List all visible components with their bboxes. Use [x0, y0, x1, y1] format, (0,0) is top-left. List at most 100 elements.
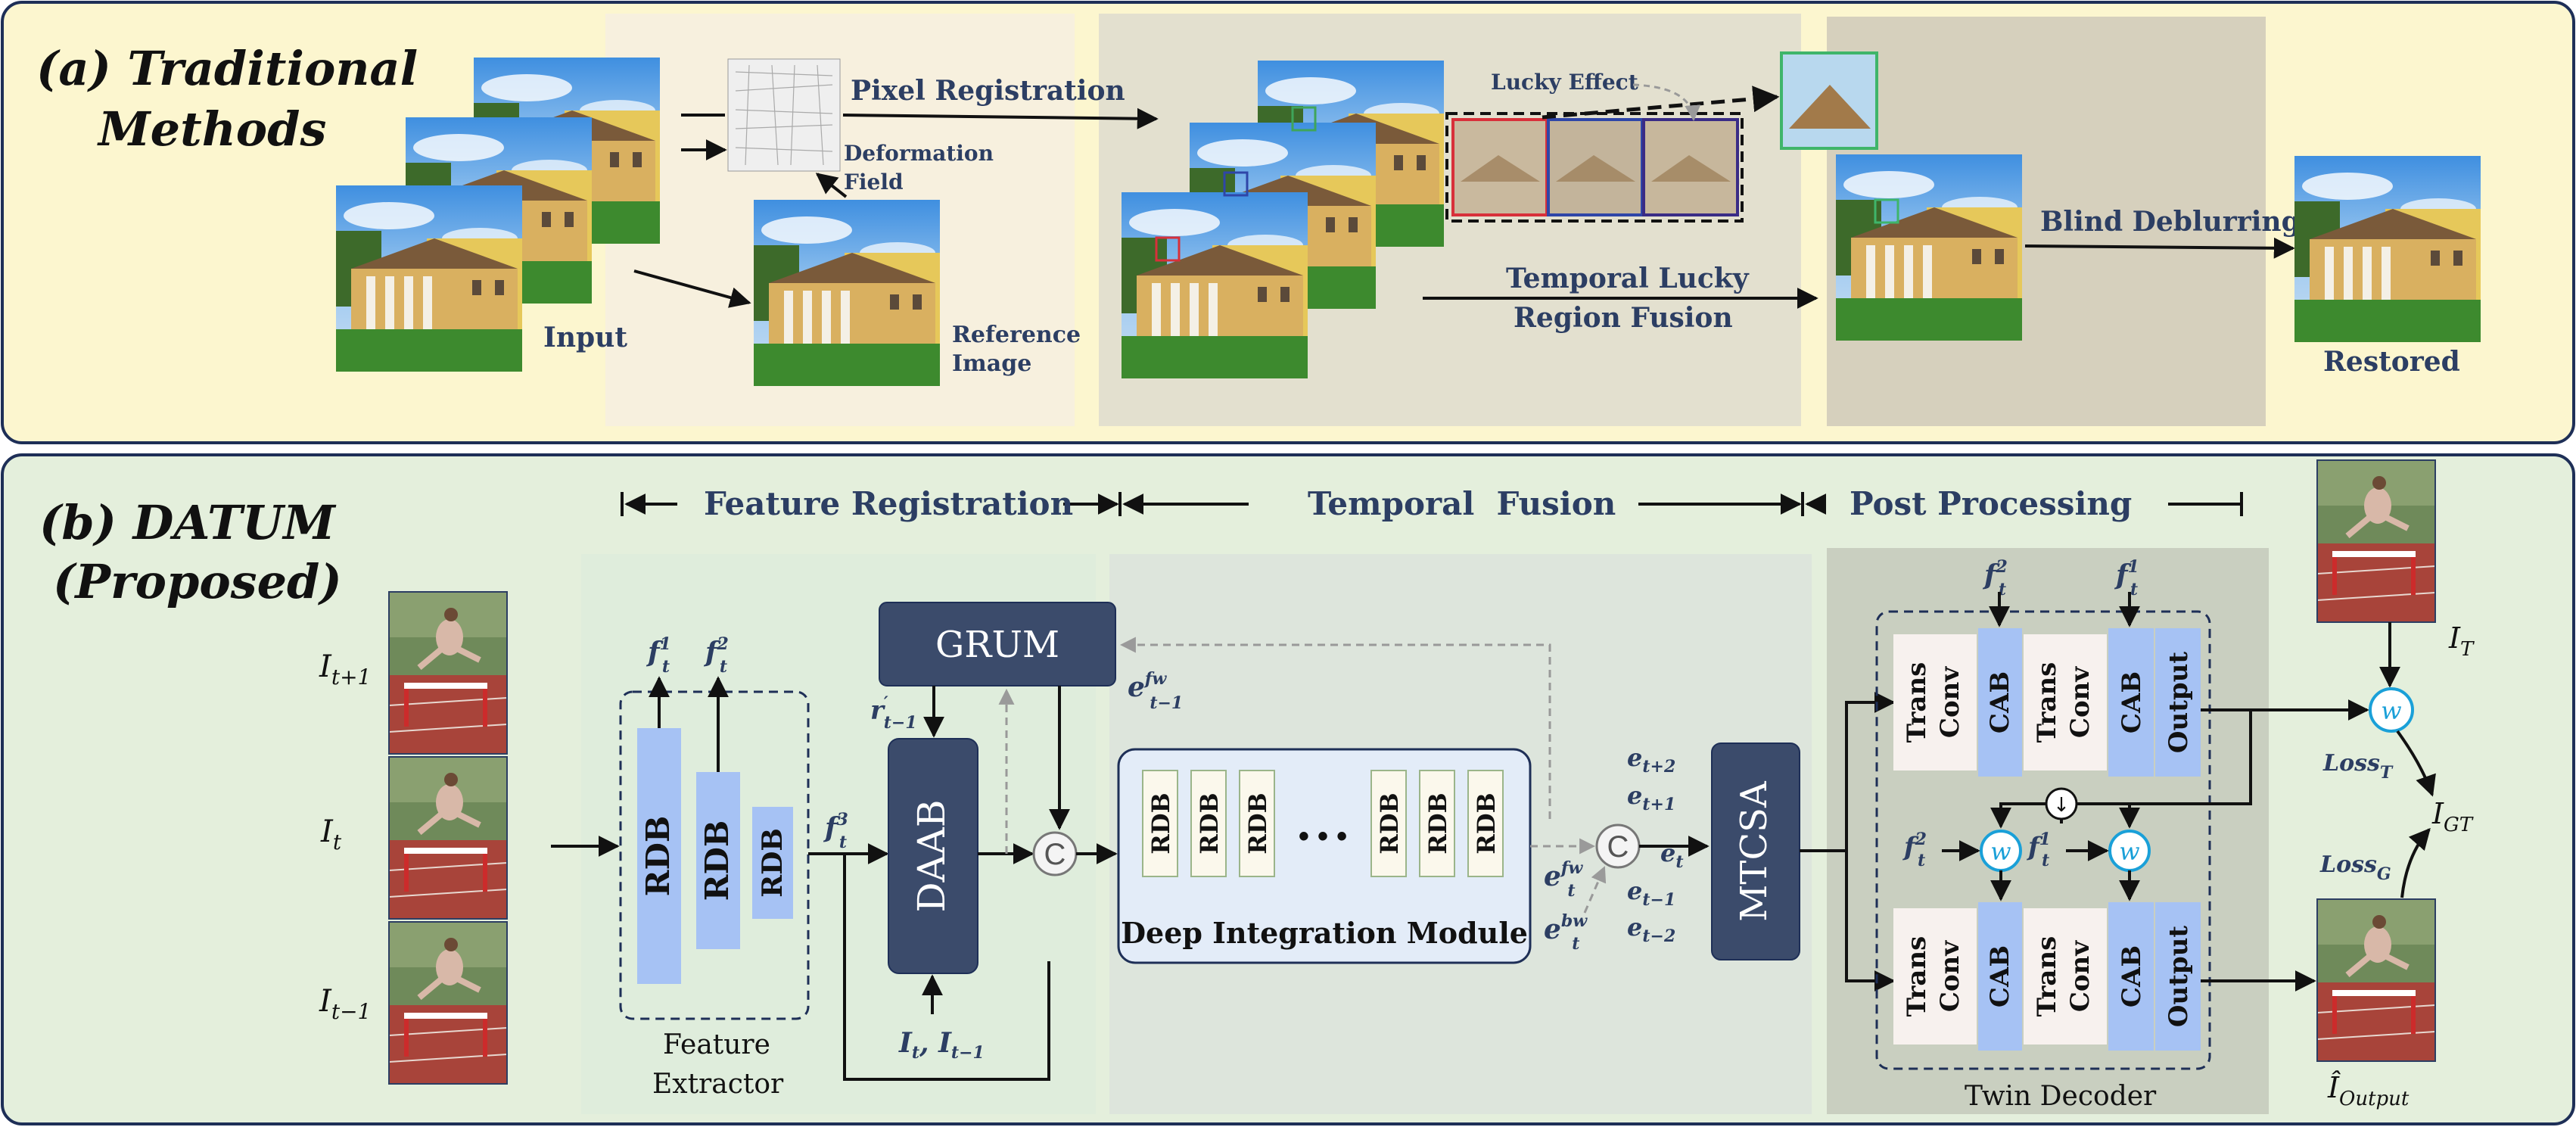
dim-ellipsis: • • •	[1299, 820, 1347, 853]
input-frame-t-plus-1	[389, 592, 507, 754]
label-feature-extractor-2: Extractor	[652, 1069, 784, 1100]
label-lucky-effect: Lucky Effect	[1491, 70, 1638, 95]
label-twin-decoder: Twin Decoder	[1965, 1081, 2157, 1112]
panel-datum: (b) DATUM (Proposed) Feature Registratio…	[1, 453, 2575, 1125]
panel-a-title: (a) Traditional	[36, 41, 418, 96]
arrow-pixel-registration	[842, 107, 1159, 129]
label-input-t-minus-1: It−1	[319, 984, 371, 1024]
stage-bar	[621, 492, 2243, 516]
label-r-prev: r′t−1	[870, 693, 917, 733]
output-image	[2317, 899, 2435, 1061]
cab-label-2: CAB	[2117, 671, 2147, 733]
label-e-t-minus-1: et−1	[1627, 876, 1675, 910]
dim-label: Deep Integration Module	[1121, 916, 1528, 950]
stage-feature-registration: Feature Registration	[704, 485, 1073, 522]
label-loss-T: LossT	[2322, 750, 2394, 783]
conv-label-1: Conv	[1935, 666, 1965, 738]
dim-rdb-label-3: RDB	[1243, 792, 1272, 854]
panel-traditional-methods: (a) Traditional Methods Input Deformatio…	[1, 1, 2575, 444]
rdb-block-3	[752, 807, 793, 919]
label-input-t: It	[320, 814, 342, 855]
input-frame-t-minus-1	[389, 922, 507, 1084]
conv-label-3: Conv	[1935, 940, 1965, 1012]
label-I-T: IT	[2448, 621, 2475, 661]
arrow-lucky-to-result	[1542, 86, 1780, 120]
trans-conv-block-4	[2024, 908, 2107, 1044]
rdb-block-1	[637, 728, 681, 984]
lucky-patches-box	[1445, 112, 1744, 223]
weight-symbol-1: w	[1990, 837, 2011, 866]
label-pixel-registration: Pixel Registration	[851, 75, 1125, 107]
cab-block-3	[1978, 902, 2022, 1051]
dim-rdb-label-2: RDB	[1195, 792, 1224, 854]
label-deformation-field-2: Field	[844, 170, 904, 195]
label-input-t-plus-1: It+1	[319, 649, 371, 690]
arrow-reference-to-field	[815, 173, 848, 198]
label-blind-deblurring: Blind Deblurring	[2040, 206, 2301, 238]
label-feature-extractor: Feature	[663, 1029, 770, 1060]
dim-rdb-label-6: RDB	[1472, 792, 1501, 854]
weight-symbol-2: w	[2119, 837, 2139, 866]
restored-image	[2294, 156, 2481, 342]
concat-symbol-2: C	[1607, 830, 1629, 864]
daab-module	[888, 738, 978, 974]
output-label-1: Output	[2164, 652, 2194, 754]
cab-block-4	[2108, 902, 2154, 1051]
conv-label-4: Conv	[2065, 940, 2095, 1012]
trans-label-3: Trans	[1902, 936, 1932, 1017]
trans-label-4: Trans	[2032, 936, 2062, 1017]
label-deformation-field: Deformation	[844, 141, 994, 166]
target-image	[2317, 460, 2435, 622]
trans-conv-block-3	[1893, 908, 1977, 1044]
arrow-lucky-effect	[1632, 83, 1701, 122]
label-region-fusion: Region Fusion	[1514, 302, 1733, 334]
label-I-GT: IGT	[2431, 797, 2474, 836]
cab-label-1: CAB	[1985, 671, 2015, 733]
fused-image	[1836, 154, 2022, 341]
label-temporal-lucky: Temporal Lucky	[1506, 263, 1750, 294]
panel-b-title: (b) DATUM	[39, 495, 337, 550]
label-input: Input	[543, 322, 627, 353]
dim-rdb-label-1: RDB	[1146, 792, 1175, 854]
dim-rdb-label-5: RDB	[1423, 792, 1452, 854]
arrow-wT-to-gt	[2396, 730, 2436, 797]
cab-label-4: CAB	[2117, 945, 2147, 1007]
label-I-output: ÎOutput	[2327, 1071, 2410, 1110]
output-block-2	[2155, 902, 2201, 1051]
arrow-ds-to-w2b	[2077, 802, 2140, 829]
label-loss-G: LossG	[2319, 851, 2391, 884]
label-reference-image-2: Image	[952, 350, 1031, 377]
output-block-1	[2155, 628, 2201, 777]
arrow-input-to-reference	[633, 269, 751, 308]
arrow-bw-to-concat	[1583, 866, 1607, 914]
label-e-t-plus-2: et+2	[1627, 743, 1675, 777]
mtcsa-label: MTCSA	[1733, 780, 1775, 922]
conv-label-2: Conv	[2065, 666, 2095, 738]
deformation-field-image	[727, 58, 841, 172]
label-e-t-plus-1: et+1	[1627, 781, 1675, 814]
arrow-output-to-gt	[2400, 827, 2431, 898]
label-e-t-minus-2: et−2	[1627, 913, 1675, 946]
rdb-label-1: RDB	[639, 816, 677, 897]
trans-label-2: Trans	[2032, 662, 2062, 743]
label-daab-input: It, It−1	[898, 1027, 985, 1063]
deformation-pattern	[735, 64, 833, 166]
input-frame-t	[389, 757, 507, 919]
trans-conv-block-1	[1893, 634, 1977, 771]
trans-conv-block-2	[2024, 634, 2107, 771]
stage-temporal-fusion: Temporal Fusion	[1308, 485, 1616, 522]
feedback-e-fw	[1119, 637, 1551, 819]
dim-rdb-blocks	[1142, 770, 1504, 877]
rdb-label-2: RDB	[698, 820, 736, 901]
skip-line-to-daab-input	[843, 854, 1050, 1081]
arrow-ds-to-w1	[1990, 802, 2046, 829]
cab-block-1	[1978, 628, 2022, 777]
